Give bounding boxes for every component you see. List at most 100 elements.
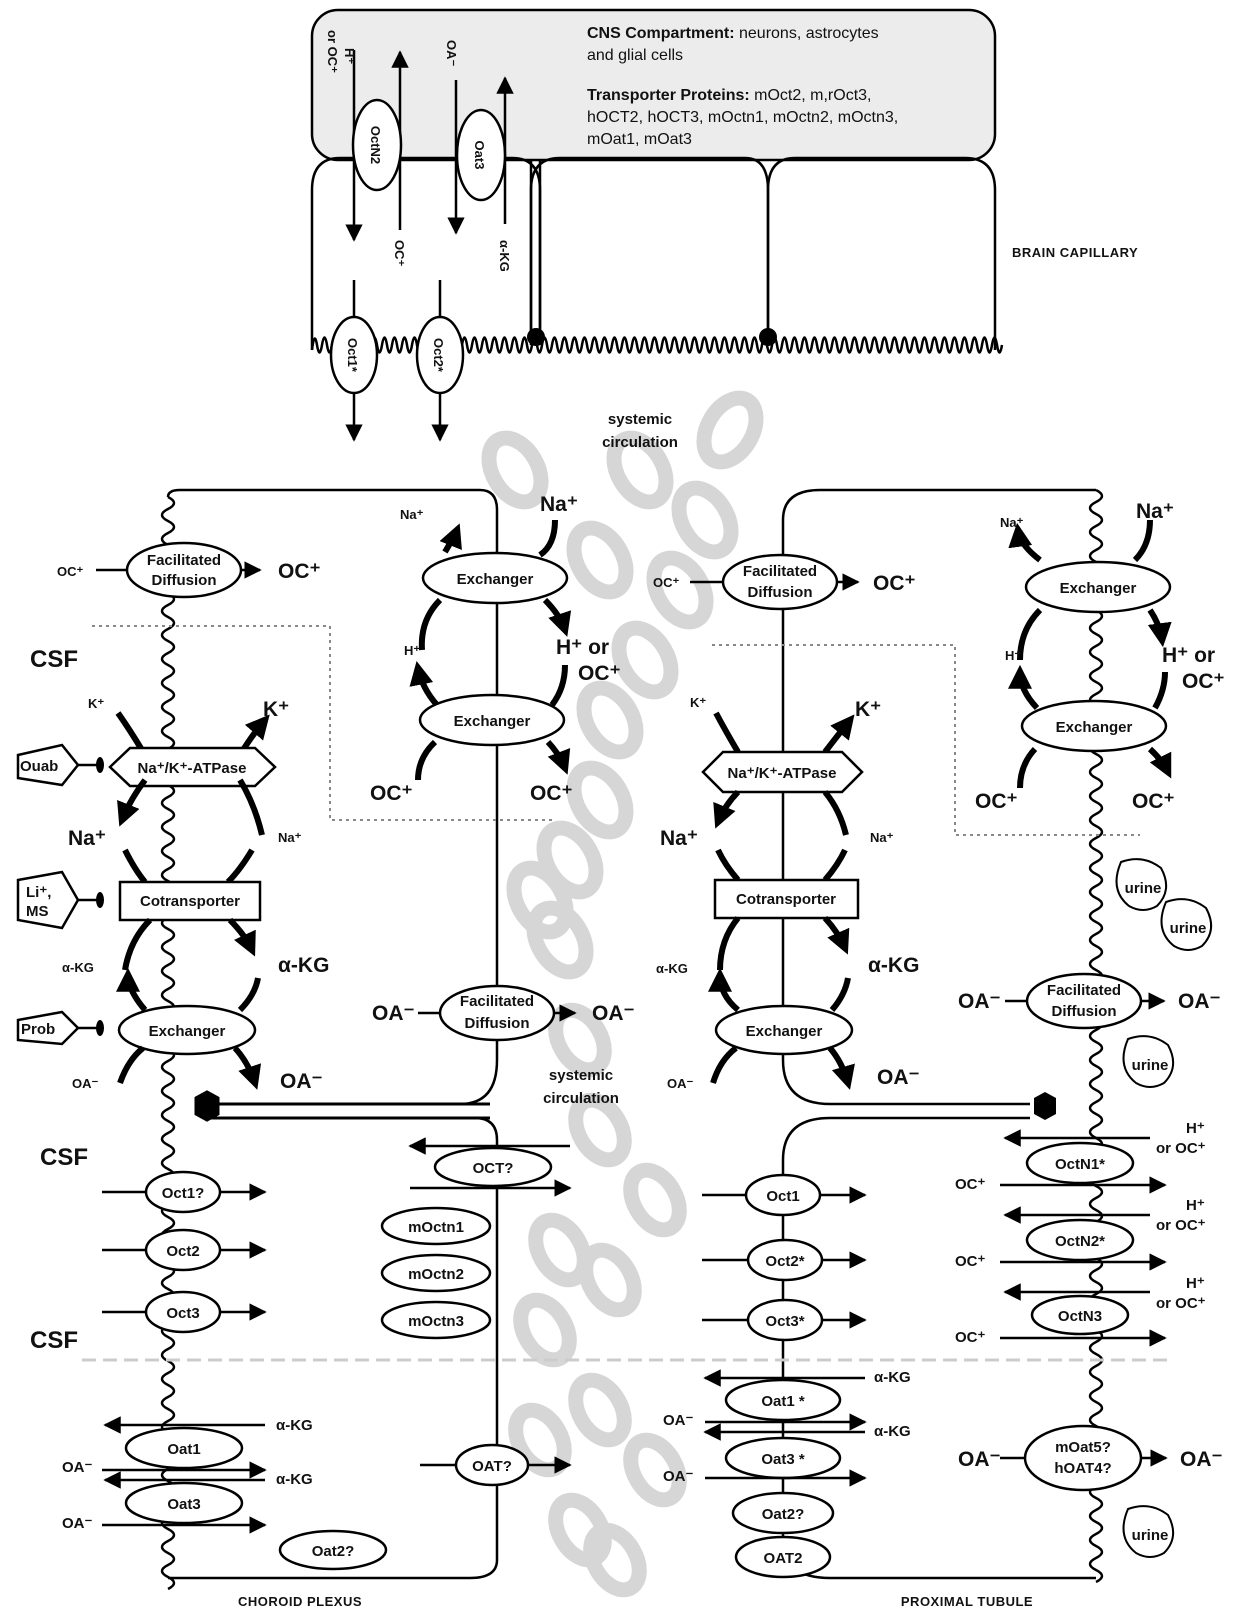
svg-text:OC⁺: OC⁺ — [975, 790, 1018, 813]
svg-text:α-KG: α-KG — [62, 960, 94, 975]
svg-text:H⁺: H⁺ — [404, 643, 420, 658]
svg-text:OA⁻: OA⁻ — [667, 1076, 694, 1091]
svg-text:Na⁺: Na⁺ — [278, 830, 302, 845]
choroid-plexus-label: CHOROID PLEXUS — [238, 1594, 362, 1609]
svg-text:Diffusion: Diffusion — [748, 584, 813, 601]
svg-text:or OC⁺: or OC⁺ — [1156, 1295, 1206, 1312]
svg-text:OA⁻: OA⁻ — [958, 990, 1001, 1013]
svg-text:α-KG: α-KG — [276, 1417, 313, 1434]
svg-text:Cotransporter: Cotransporter — [736, 891, 836, 908]
svg-text:Na⁺: Na⁺ — [68, 827, 106, 850]
svg-text:OA⁻: OA⁻ — [372, 1002, 415, 1025]
ouab-label: Ouab — [20, 758, 58, 775]
prob-label: Prob — [21, 1021, 55, 1038]
cp-facilitated-diffusion-oc: Facilitated Diffusion OC⁺ OC⁺ — [57, 543, 321, 597]
systemic-circulation-top-1: systemic — [608, 411, 672, 428]
svg-text:Exchanger: Exchanger — [1060, 580, 1137, 597]
svg-text:or OC⁺: or OC⁺ — [1156, 1217, 1206, 1234]
svg-text:Exchanger: Exchanger — [457, 571, 534, 588]
svg-text:OA⁻: OA⁻ — [62, 1459, 93, 1476]
oct1-label: Oct1* — [345, 338, 360, 373]
svg-text:Exchanger: Exchanger — [454, 713, 531, 730]
cns-transporters-title: Transporter Proteins: — [587, 87, 750, 104]
svg-text:mOctn3: mOctn3 — [408, 1313, 464, 1330]
svg-text:or OC⁺: or OC⁺ — [1156, 1140, 1206, 1157]
csf-label-1: CSF — [30, 646, 78, 673]
cp-lower-transporters: Oct1? Oct2 Oct3 OCT? mOctn1 mOctn2 mOctn… — [62, 1146, 570, 1569]
cns-transporters-line3: mOat1, mOat3 — [587, 131, 692, 148]
svg-text:OCT?: OCT? — [473, 1160, 514, 1177]
svg-text:K⁺: K⁺ — [855, 698, 881, 721]
pt-exchanger: Exchanger OA⁻ OA⁻ — [667, 975, 920, 1091]
svg-text:OA⁻: OA⁻ — [877, 1066, 920, 1089]
svg-text:α-KG: α-KG — [874, 1423, 911, 1440]
svg-text:Oct1: Oct1 — [766, 1188, 799, 1205]
red-blood-cell — [621, 1162, 690, 1239]
oat3-oa-label: OA⁻ — [444, 40, 459, 67]
proximal-tubule-label: PROXIMAL TUBULE — [901, 1594, 1033, 1609]
svg-text:hOAT4?: hOAT4? — [1054, 1460, 1111, 1477]
li-label: Li⁺, — [26, 884, 51, 901]
svg-text:OAT?: OAT? — [472, 1458, 512, 1475]
svg-text:Diffusion: Diffusion — [465, 1015, 530, 1032]
pt-cotransporter: Cotransporter α-KG α-KG — [656, 850, 919, 977]
svg-text:Oat1 *: Oat1 * — [761, 1393, 805, 1410]
svg-text:Oat1: Oat1 — [167, 1441, 200, 1458]
cns-transporters-line2: hOCT2, hOCT3, mOctn1, mOctn2, mOctn3, — [587, 109, 898, 126]
svg-text:Oat3: Oat3 — [167, 1496, 200, 1513]
red-blood-cell — [643, 549, 716, 631]
csf-label-3: CSF — [30, 1327, 78, 1354]
svg-text:Facilitated: Facilitated — [743, 563, 817, 580]
svg-text:mOctn1: mOctn1 — [408, 1219, 464, 1236]
pt-lower-transporters: Oct1 Oct2* Oct3* α-KG Oat1 * OA⁻ α-KG Oa… — [663, 1175, 911, 1577]
svg-text:Oct3*: Oct3* — [765, 1313, 804, 1330]
svg-text:H⁺: H⁺ — [1186, 1120, 1205, 1137]
svg-text:OctN1*: OctN1* — [1055, 1156, 1105, 1173]
oat3-akg-label: α-KG — [497, 240, 512, 272]
svg-text:OA⁻: OA⁻ — [958, 1448, 1001, 1471]
svg-text:Oct2*: Oct2* — [765, 1253, 804, 1270]
urine-label: urine — [1132, 1057, 1169, 1074]
svg-text:Oat2?: Oat2? — [762, 1506, 805, 1523]
svg-text:OC⁺: OC⁺ — [653, 575, 680, 590]
svg-text:OA⁻: OA⁻ — [592, 1002, 635, 1025]
svg-text:Oat3 *: Oat3 * — [761, 1451, 805, 1468]
cns-title: CNS Compartment: — [587, 25, 735, 42]
svg-text:Na⁺: Na⁺ — [1136, 500, 1174, 523]
svg-text:OA⁻: OA⁻ — [663, 1412, 694, 1429]
svg-text:OC⁺: OC⁺ — [1132, 790, 1175, 813]
cns-transporters: mOct2, m,rOct3, — [750, 87, 872, 104]
svg-text:CNS Compartment: neurons, astr: CNS Compartment: neurons, astrocytes — [587, 25, 879, 42]
svg-text:Exchanger: Exchanger — [746, 1023, 823, 1040]
svg-text:OC⁺: OC⁺ — [578, 662, 621, 685]
svg-text:OC⁺: OC⁺ — [873, 572, 916, 595]
systemic-circulation-top-2: circulation — [602, 434, 678, 451]
svg-text:H⁺: H⁺ — [1186, 1197, 1205, 1214]
svg-text:H⁺ or: H⁺ or — [1162, 644, 1215, 667]
svg-text:Na⁺: Na⁺ — [1000, 515, 1024, 530]
svg-text:Transporter Proteins: mOct2, m: Transporter Proteins: mOct2, m,rOct3, — [587, 87, 872, 104]
svg-text:Facilitated: Facilitated — [1047, 982, 1121, 999]
svg-text:Oct3: Oct3 — [166, 1305, 199, 1322]
svg-text:Oat2?: Oat2? — [312, 1543, 355, 1560]
svg-text:Oct1?: Oct1? — [162, 1185, 205, 1202]
cns-title-line2: and glial cells — [587, 47, 683, 64]
urine-drop: urine — [1117, 859, 1167, 910]
svg-text:Cotransporter: Cotransporter — [140, 893, 240, 910]
svg-text:OA⁻: OA⁻ — [72, 1076, 99, 1091]
red-blood-cell — [566, 1372, 635, 1449]
svg-text:K⁺: K⁺ — [88, 696, 104, 711]
svg-text:Na⁺: Na⁺ — [660, 827, 698, 850]
cns-compartment: CNS Compartment: neurons, astrocytes and… — [312, 10, 995, 160]
urine-drop: urine — [1124, 1506, 1174, 1557]
svg-text:OC⁺: OC⁺ — [955, 1176, 986, 1193]
red-blood-cell — [576, 1242, 645, 1319]
svg-text:α-KG: α-KG — [278, 954, 329, 977]
svg-text:OC⁺: OC⁺ — [278, 560, 321, 583]
svg-text:OC⁺: OC⁺ — [57, 564, 84, 579]
svg-text:OC⁺: OC⁺ — [955, 1253, 986, 1270]
svg-text:Facilitated: Facilitated — [460, 993, 534, 1010]
octn2-h-label: H⁺ — [342, 48, 357, 64]
cns-title-rest: neurons, astrocytes — [735, 25, 879, 42]
pt-octn-transporters: OctN1* H⁺ or OC⁺ OC⁺ OctN2* H⁺ or OC⁺ OC… — [955, 1120, 1223, 1490]
